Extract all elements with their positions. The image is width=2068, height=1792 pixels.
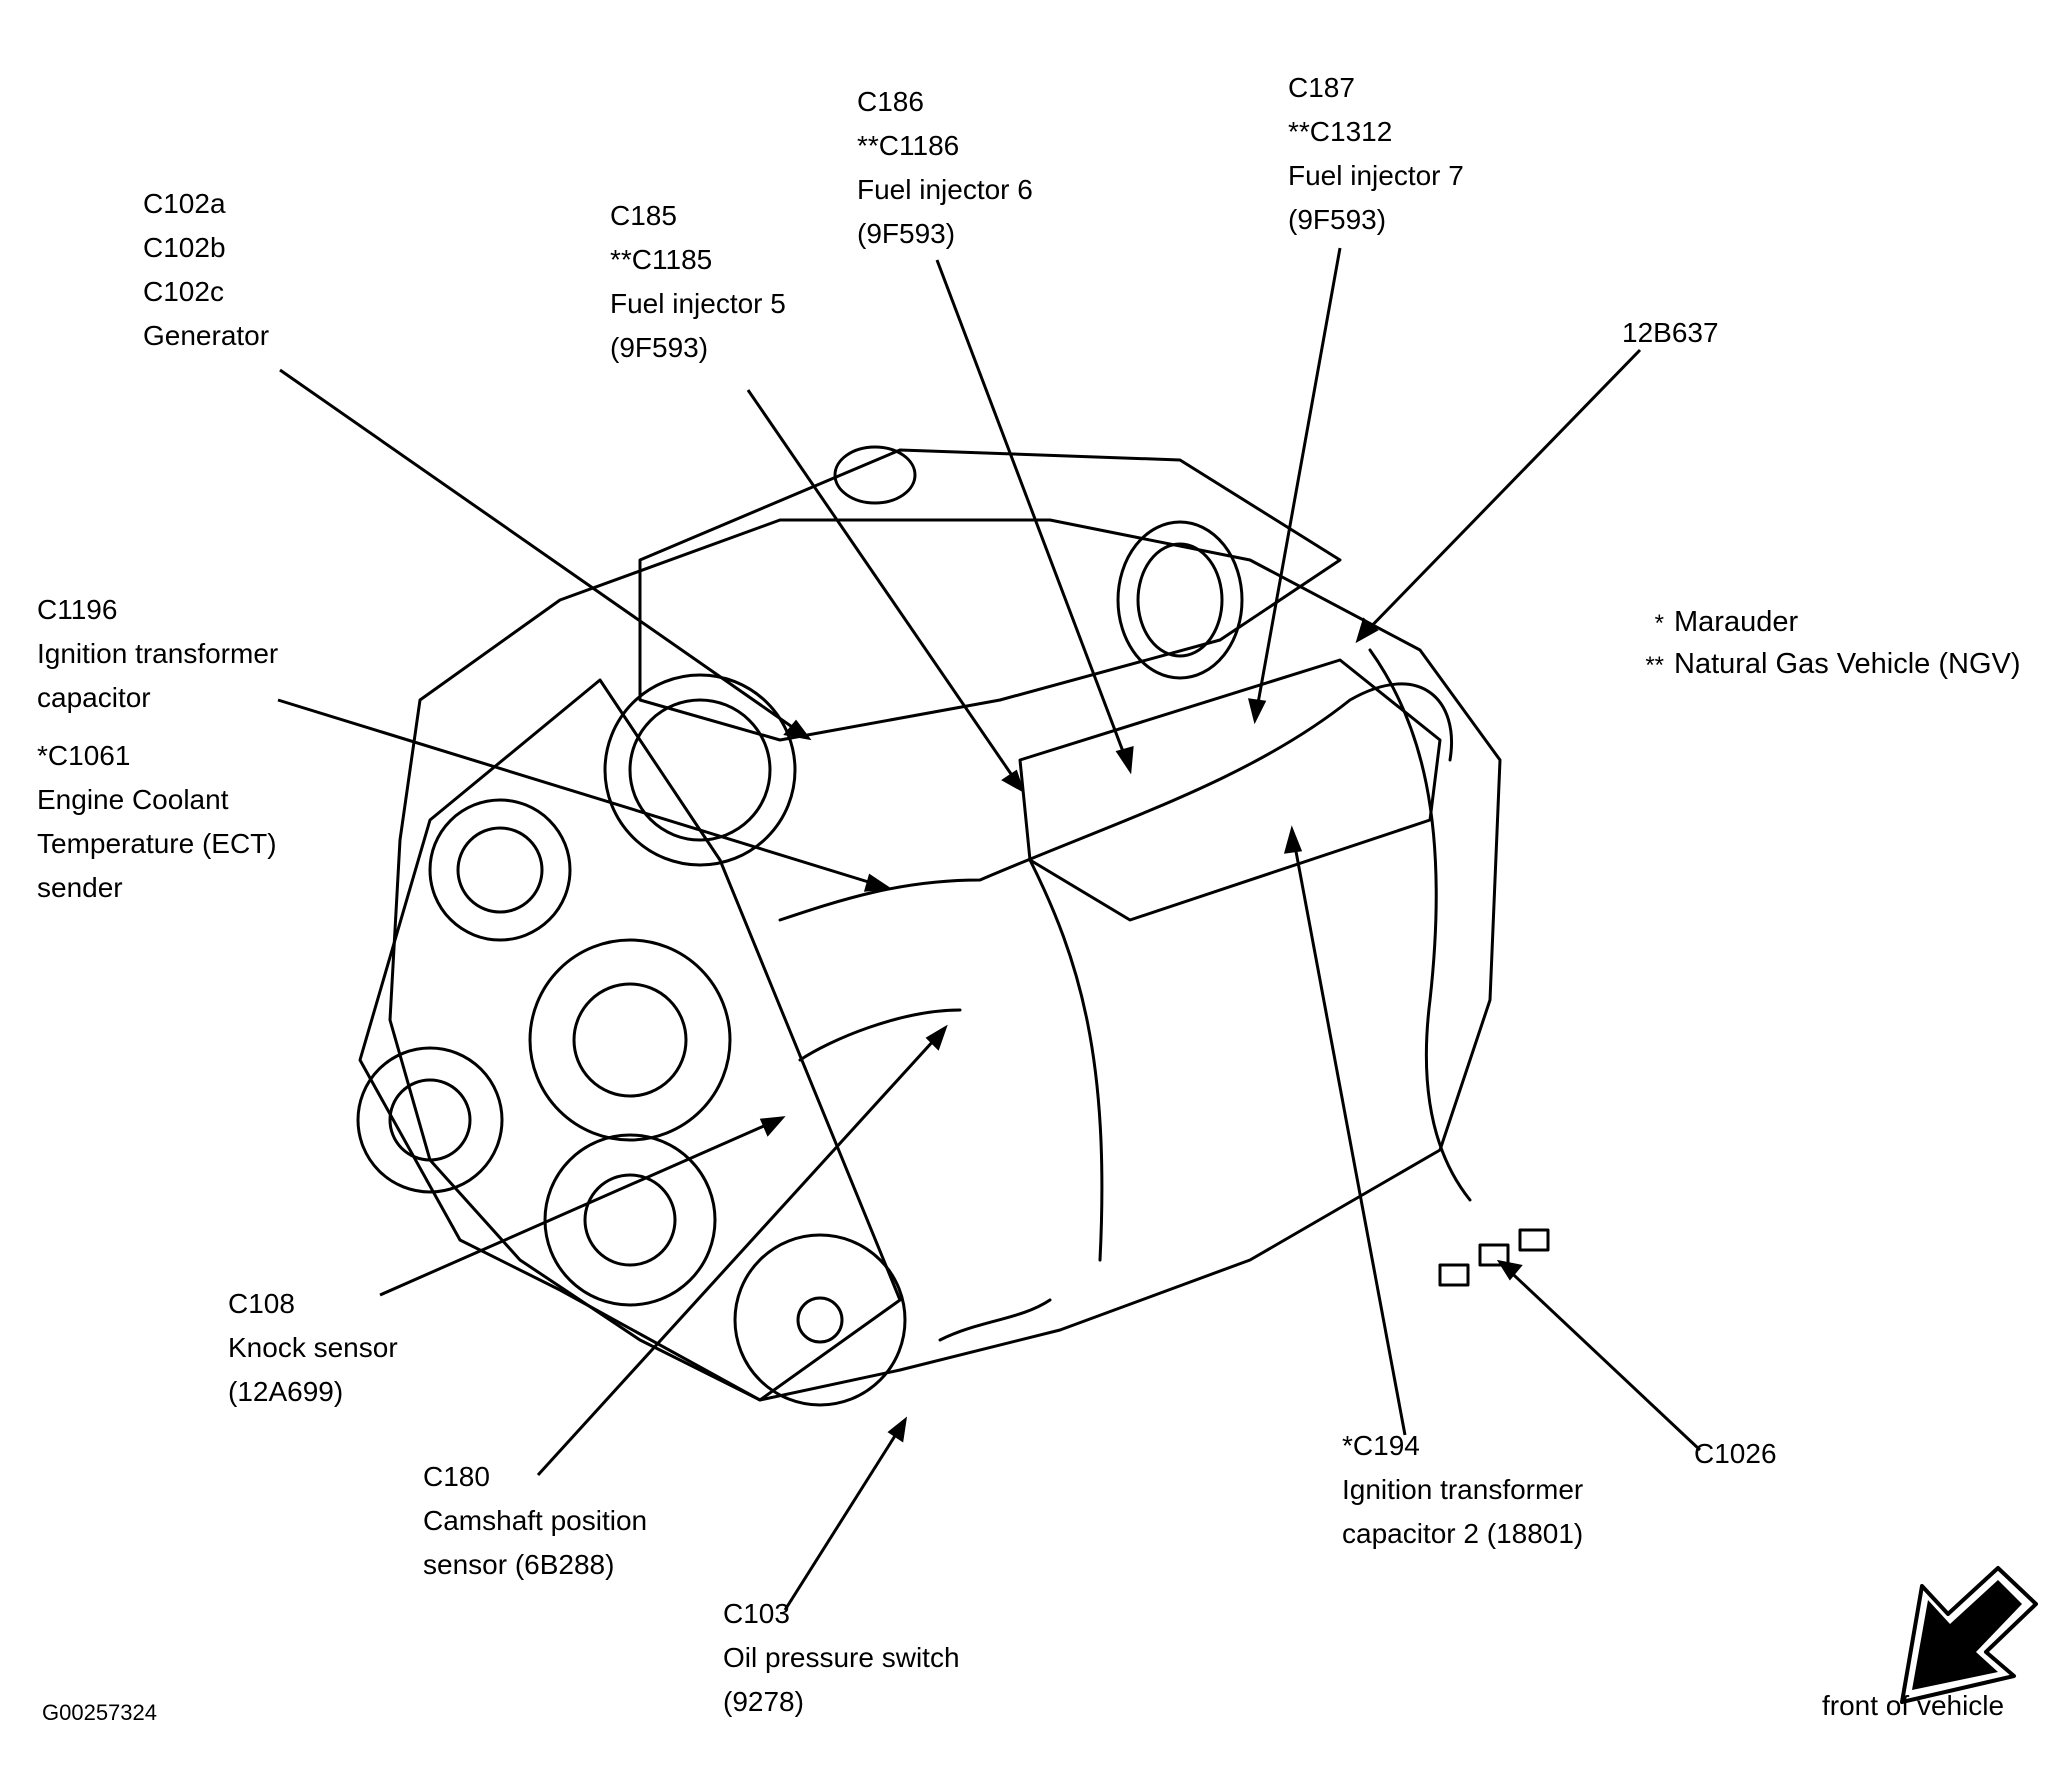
pulley-upper-left [428, 798, 572, 942]
callout-fuel-injector-5: C185 **C1185 Fuel injector 5 (9F593) [610, 194, 786, 370]
connector-c1026-b [1478, 1243, 1510, 1267]
oil-pressure-switch-label: Oil pressure switch [723, 1642, 960, 1673]
fuel-injector-6-label: Fuel injector 6 [857, 174, 1033, 205]
fuel-injector-6-part-number: (9F593) [857, 218, 956, 249]
c1026-connector: C1026 [1694, 1438, 1777, 1469]
ect-sender-label-line1: Engine Coolant [37, 784, 229, 815]
callout-fuel-injector-7: C187 **C1312 Fuel injector 7 (9F593) [1288, 66, 1464, 242]
callout-ect-sender: *C1061 Engine Coolant Temperature (ECT) … [37, 734, 277, 910]
fuel-injector-7-ngv-connector: **C1312 [1288, 116, 1393, 147]
front-of-vehicle-arrow-icon [1900, 1566, 2038, 1704]
engine-block-outline [388, 518, 1502, 1402]
camshaft-sensor-connector: C180 [423, 1461, 490, 1492]
leader-ignition-transformer-capacitor-2 [1290, 829, 1407, 1436]
leader-generator [279, 368, 809, 740]
pulley-alternator [603, 673, 797, 867]
callout-fuel-injector-6: C186 **C1186 Fuel injector 6 (9F593) [857, 80, 1033, 256]
fuel-injector-6-ngv-connector: **C1186 [857, 130, 960, 161]
leader-oil-pressure-switch [783, 1419, 907, 1611]
legend-item-ngv: ** Natural Gas Vehicle (NGV) [1630, 644, 2021, 686]
leader-fuel-injector-5 [746, 389, 1024, 791]
legend-mark: ** [1645, 652, 1664, 679]
leader-fuel-injector-7 [1253, 247, 1342, 721]
valve-cover-outline [1018, 658, 1442, 922]
pulley-crank [543, 1133, 717, 1307]
wiring-harness [778, 648, 1472, 1342]
callout-harness: 12B637 [1622, 311, 1719, 355]
drive-belt [358, 678, 902, 1402]
ect-sender-label-line2: Temperature (ECT) [37, 828, 277, 859]
generator-connector-b: C102b [143, 232, 226, 263]
knock-sensor-label: Knock sensor [228, 1332, 398, 1363]
camshaft-sensor-label-line2: sensor (6B288) [423, 1549, 615, 1580]
generator-connector-c: C102c [143, 276, 224, 307]
knock-sensor-connector: C108 [228, 1288, 295, 1319]
pulley-power-steering [356, 1046, 504, 1194]
legend-item-marauder: * Marauder [1630, 602, 2021, 644]
ignition-capacitor-2-label-line2: capacitor 2 (18801) [1342, 1518, 1584, 1549]
knock-sensor-part-number: (12A699) [228, 1376, 344, 1407]
front-of-vehicle-label: front of vehicle [1822, 1690, 2005, 1721]
leader-12B637 [1356, 348, 1642, 642]
connector-c1026-c [1518, 1228, 1550, 1252]
leader-fuel-injector-6 [935, 259, 1132, 771]
oil-pressure-switch-connector: C103 [723, 1598, 790, 1629]
camshaft-sensor-label-line1: Camshaft position [423, 1505, 648, 1536]
figure-id: G00257324 [42, 1700, 157, 1725]
callout-c1026: C1026 [1694, 1432, 1777, 1476]
legend: * Marauder ** Natural Gas Vehicle (NGV) [1630, 602, 2021, 686]
fuel-injector-5-label: Fuel injector 5 [610, 288, 786, 319]
intake-manifold-outline [638, 448, 1342, 742]
fuel-injector-6-connector: C186 [857, 86, 924, 117]
fuel-injector-7-part-number: (9F593) [1288, 204, 1387, 235]
legend-text: Natural Gas Vehicle (NGV) [1674, 648, 2021, 680]
throttle-body [1116, 520, 1244, 680]
leader-c1026 [1498, 1260, 1702, 1452]
ect-sender-label-line3: sender [37, 872, 123, 903]
legend-text: Marauder [1674, 606, 1799, 638]
callout-camshaft-position-sensor: C180 Camshaft position sensor (6B288) [423, 1455, 647, 1587]
generator-label: Generator [143, 320, 270, 351]
fuel-injector-5-part-number: (9F593) [610, 332, 709, 363]
ignition-capacitor-2-label-line1: Ignition transformer [1342, 1474, 1584, 1505]
filler-neck [833, 445, 917, 505]
pulley-lower [733, 1233, 907, 1407]
callout-oil-pressure-switch: C103 Oil pressure switch (9278) [723, 1592, 960, 1724]
ignition-capacitor-connector: C1196 [37, 594, 118, 625]
ect-sender-connector: *C1061 [37, 740, 131, 771]
ignition-capacitor-2-connector: *C194 [1342, 1430, 1420, 1461]
callout-ignition-transformer-capacitor-2: *C194 Ignition transformer capacitor 2 (… [1342, 1424, 1583, 1556]
connector-c1026-a [1438, 1263, 1470, 1287]
callout-ignition-transformer-capacitor: C1196 Ignition transformer capacitor [37, 588, 278, 720]
generator-connector-a: C102a [143, 188, 226, 219]
leader-camshaft-position-sensor [536, 1026, 947, 1477]
callout-knock-sensor: C108 Knock sensor (12A699) [228, 1282, 398, 1414]
fuel-injector-5-connector: C185 [610, 200, 677, 231]
leader-ignition-transformer-capacitor [277, 698, 889, 890]
callout-generator: C102a C102b C102c Generator [143, 182, 269, 358]
legend-mark: * [1654, 610, 1664, 637]
leader-knock-sensor [379, 1116, 783, 1297]
fuel-injector-7-label: Fuel injector 7 [1288, 160, 1464, 191]
pulley-water-pump [528, 938, 732, 1142]
ignition-capacitor-label-line1: Ignition transformer [37, 638, 279, 669]
fuel-injector-7-connector: C187 [1288, 72, 1355, 103]
harness-part-number: 12B637 [1622, 317, 1719, 348]
ignition-capacitor-label-line2: capacitor [37, 682, 151, 713]
oil-pressure-switch-part-number: (9278) [723, 1686, 804, 1717]
fuel-injector-5-ngv-connector: **C1185 [610, 244, 713, 275]
